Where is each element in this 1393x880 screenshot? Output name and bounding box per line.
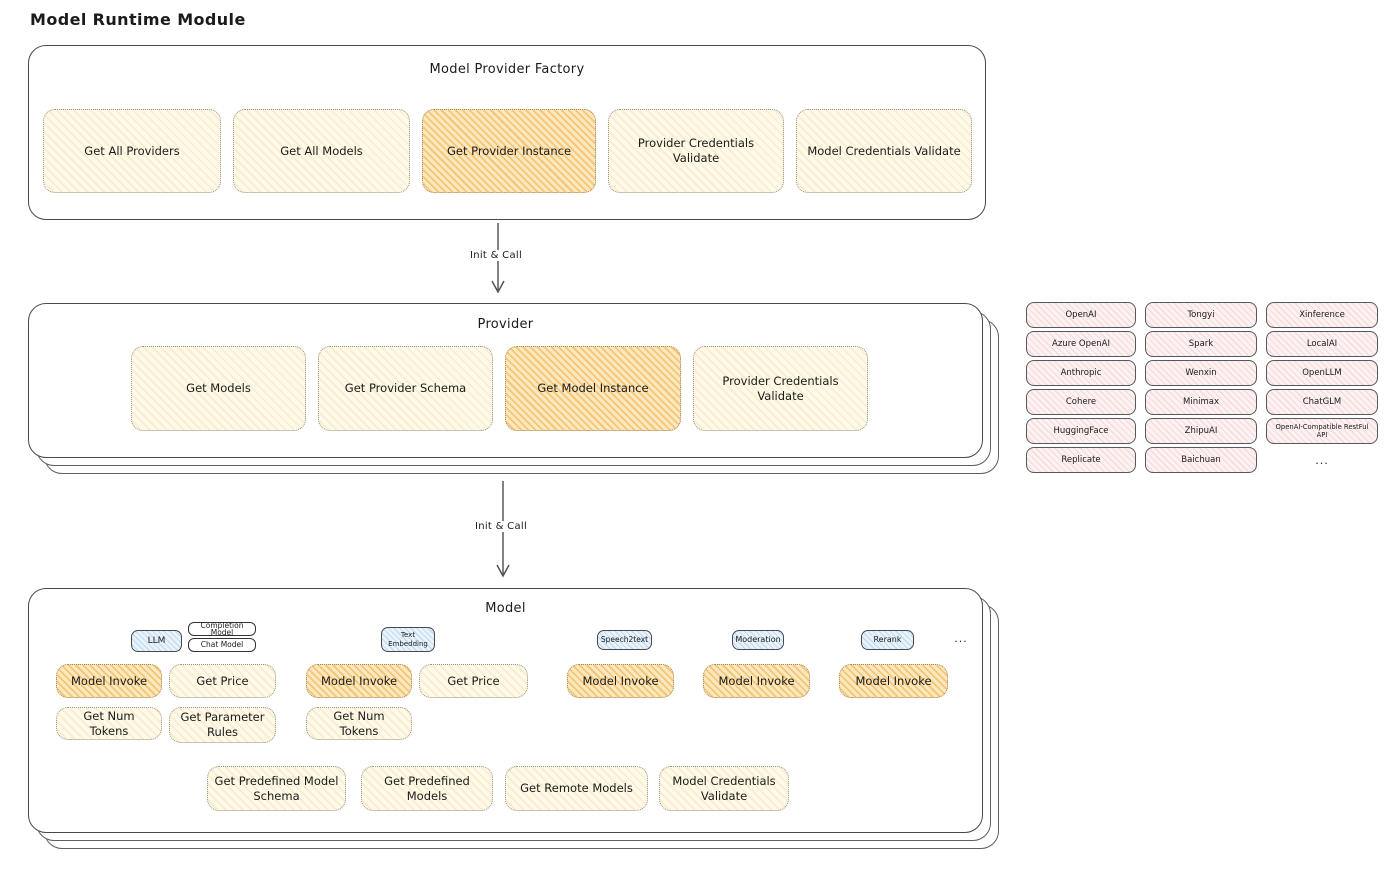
llm-op-get-price: Get Price [169,664,276,698]
llm-op-get-num-tokens: Get Num Tokens [56,707,162,740]
provider-op-get-model-instance: Get Model Instance [505,346,681,431]
provider-frame: Provider Get Models Get Provider Schema … [28,303,983,458]
provider-catalog-item: Replicate [1026,447,1136,473]
model-op-get-predefined-model-schema: Get Predefined Model Schema [207,766,346,811]
text-embedding-op-get-price: Get Price [419,664,528,698]
provider-catalog-more: ... [1315,453,1329,467]
tab-speech2text: Speech2text [597,630,652,650]
provider-catalog-item: OpenAI-Compatible RestFul API [1266,418,1378,444]
model-types-more: ... [954,632,968,645]
provider-catalog-item: Azure OpenAI [1026,331,1136,357]
llm-op-get-parameter-rules: Get Parameter Rules [169,707,276,743]
provider-catalog-item: ChatGLM [1266,389,1378,415]
model-op-model-credentials-validate: Model Credentials Validate [659,766,789,811]
model-op-get-predefined-models: Get Predefined Models [361,766,493,811]
provider-catalog-item: OpenLLM [1266,360,1378,386]
provider-op-provider-credentials-validate: Provider Credentials Validate [693,346,868,431]
provider-catalog-item: LocalAI [1266,331,1378,357]
provider-catalog-item: HuggingFace [1026,418,1136,444]
text-embedding-op-get-num-tokens: Get Num Tokens [306,707,412,740]
subtab-completion-model: Completion Model [188,621,256,636]
tab-moderation: Moderation [732,630,784,650]
factory-op-provider-credentials-validate: Provider Credentials Validate [608,109,784,193]
provider-catalog-item: ZhipuAI [1145,418,1257,444]
provider-catalog-item: Baichuan [1145,447,1257,473]
factory-op-get-all-providers: Get All Providers [43,109,221,193]
provider-catalog-item: Xinference [1266,302,1378,328]
provider-catalog-item: Cohere [1026,389,1136,415]
page-title: Model Runtime Module [30,10,246,29]
tab-text-embedding: Text Embedding [381,627,435,652]
provider-catalog-item: Minimax [1145,389,1257,415]
model-op-get-remote-models: Get Remote Models [505,766,648,811]
moderation-op-model-invoke: Model Invoke [703,664,810,698]
rerank-op-model-invoke: Model Invoke [839,664,948,698]
speech2text-op-model-invoke: Model Invoke [567,664,674,698]
subtab-chat-model: Chat Model [188,638,256,652]
factory-op-get-all-models: Get All Models [233,109,410,193]
provider-catalog-item: Spark [1145,331,1257,357]
arrow-label-init-call-2: Init & Call [469,521,533,532]
tab-rerank: Rerank [861,630,914,650]
provider-catalog: OpenAI Tongyi Xinference Azure OpenAI Sp… [1026,302,1378,473]
provider-title: Provider [477,317,534,332]
provider-catalog-item: Tongyi [1145,302,1257,328]
factory-title: Model Provider Factory [429,62,585,77]
text-embedding-op-model-invoke: Model Invoke [306,664,412,698]
provider-op-get-models: Get Models [131,346,306,431]
factory-op-model-credentials-validate: Model Credentials Validate [796,109,972,193]
model-frame: Model LLM Completion Model Chat Model Te… [28,588,983,833]
arrow-label-init-call-1: Init & Call [464,250,528,261]
provider-catalog-item: Wenxin [1145,360,1257,386]
model-provider-factory-frame: Model Provider Factory Get All Providers… [28,45,986,220]
llm-op-model-invoke: Model Invoke [56,664,162,698]
factory-op-get-provider-instance: Get Provider Instance [422,109,596,193]
provider-catalog-item: OpenAI [1026,302,1136,328]
provider-op-get-provider-schema: Get Provider Schema [318,346,493,431]
provider-catalog-item: Anthropic [1026,360,1136,386]
tab-llm: LLM [131,630,182,652]
model-title: Model [485,601,526,616]
